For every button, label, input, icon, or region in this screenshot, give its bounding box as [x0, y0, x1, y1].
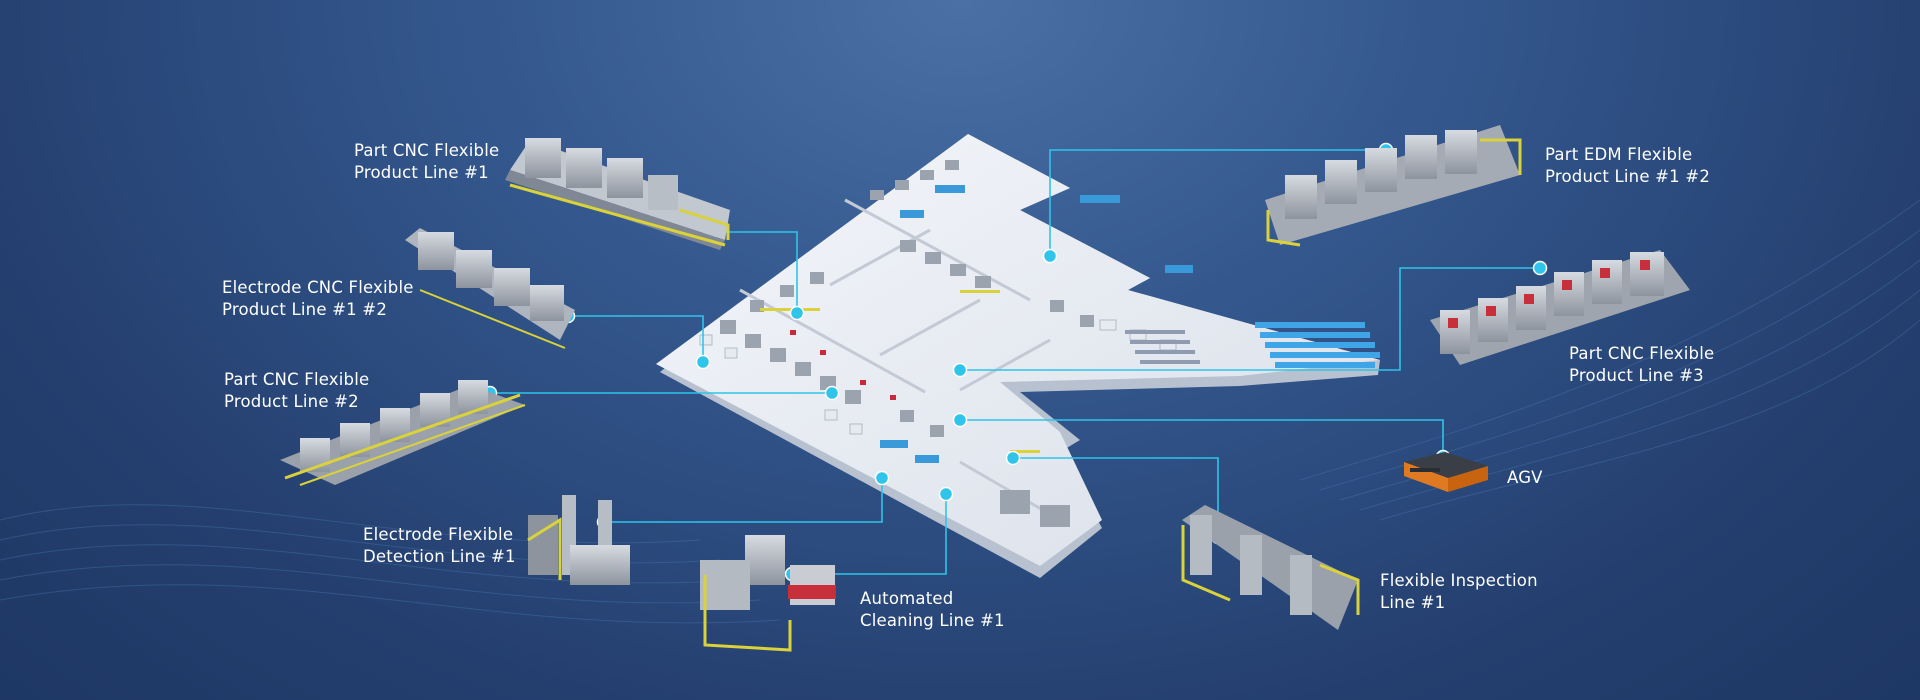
machine-part-cnc-1[interactable]	[505, 138, 730, 250]
label-line-1: Part CNC Flexible	[1569, 344, 1715, 363]
label-line-2: Product Line #3	[1569, 366, 1704, 385]
label-line-2: Product Line #1 #2	[1545, 167, 1711, 186]
machine-part-edm[interactable]	[1265, 125, 1522, 247]
label-line-1: Automated	[860, 589, 954, 608]
machine-part-cnc-2[interactable]	[280, 380, 526, 486]
floor-machines	[699, 160, 1380, 527]
label-line-2: Product Line #1	[354, 163, 489, 182]
label-line-1: Part EDM Flexible	[1545, 145, 1693, 164]
machine-electrode-detection[interactable]	[527, 495, 630, 585]
machine-cleaning[interactable]	[700, 535, 836, 652]
label-line-1: Flexible Inspection	[1380, 571, 1538, 590]
label-electrode-detection: Electrode Flexible Detection Line #1	[363, 524, 516, 568]
label-line-1: Part CNC Flexible	[224, 370, 370, 389]
label-line-1: AGV	[1507, 468, 1543, 487]
machine-part-cnc-3[interactable]	[1430, 250, 1690, 365]
label-agv: AGV	[1507, 467, 1543, 489]
connector-lines	[490, 149, 1540, 575]
label-part-edm: Part EDM Flexible Product Line #1 #2	[1545, 144, 1710, 188]
machine-electrode-cnc[interactable]	[405, 228, 575, 349]
machine-agv[interactable]	[1404, 452, 1488, 492]
factory-floor	[656, 134, 1380, 578]
label-line-2: Line #1	[1380, 593, 1446, 612]
label-line-1: Electrode Flexible	[363, 525, 514, 544]
label-part-cnc-3: Part CNC Flexible Product Line #3	[1569, 343, 1714, 387]
label-line-1: Electrode CNC Flexible	[222, 278, 414, 297]
label-part-cnc-2: Part CNC Flexible Product Line #2	[224, 369, 369, 413]
label-line-2: Detection Line #1	[363, 547, 516, 566]
label-line-2: Product Line #1 #2	[222, 300, 388, 319]
label-cleaning: Automated Cleaning Line #1	[860, 588, 1005, 632]
label-electrode-cnc: Electrode CNC Flexible Product Line #1 #…	[222, 277, 414, 321]
machine-inspection[interactable]	[1181, 505, 1360, 630]
label-line-2: Cleaning Line #1	[860, 611, 1005, 630]
label-line-2: Product Line #2	[224, 392, 359, 411]
label-part-cnc-1: Part CNC Flexible Product Line #1	[354, 140, 499, 184]
label-line-1: Part CNC Flexible	[354, 141, 500, 160]
label-inspection: Flexible Inspection Line #1	[1380, 570, 1538, 614]
